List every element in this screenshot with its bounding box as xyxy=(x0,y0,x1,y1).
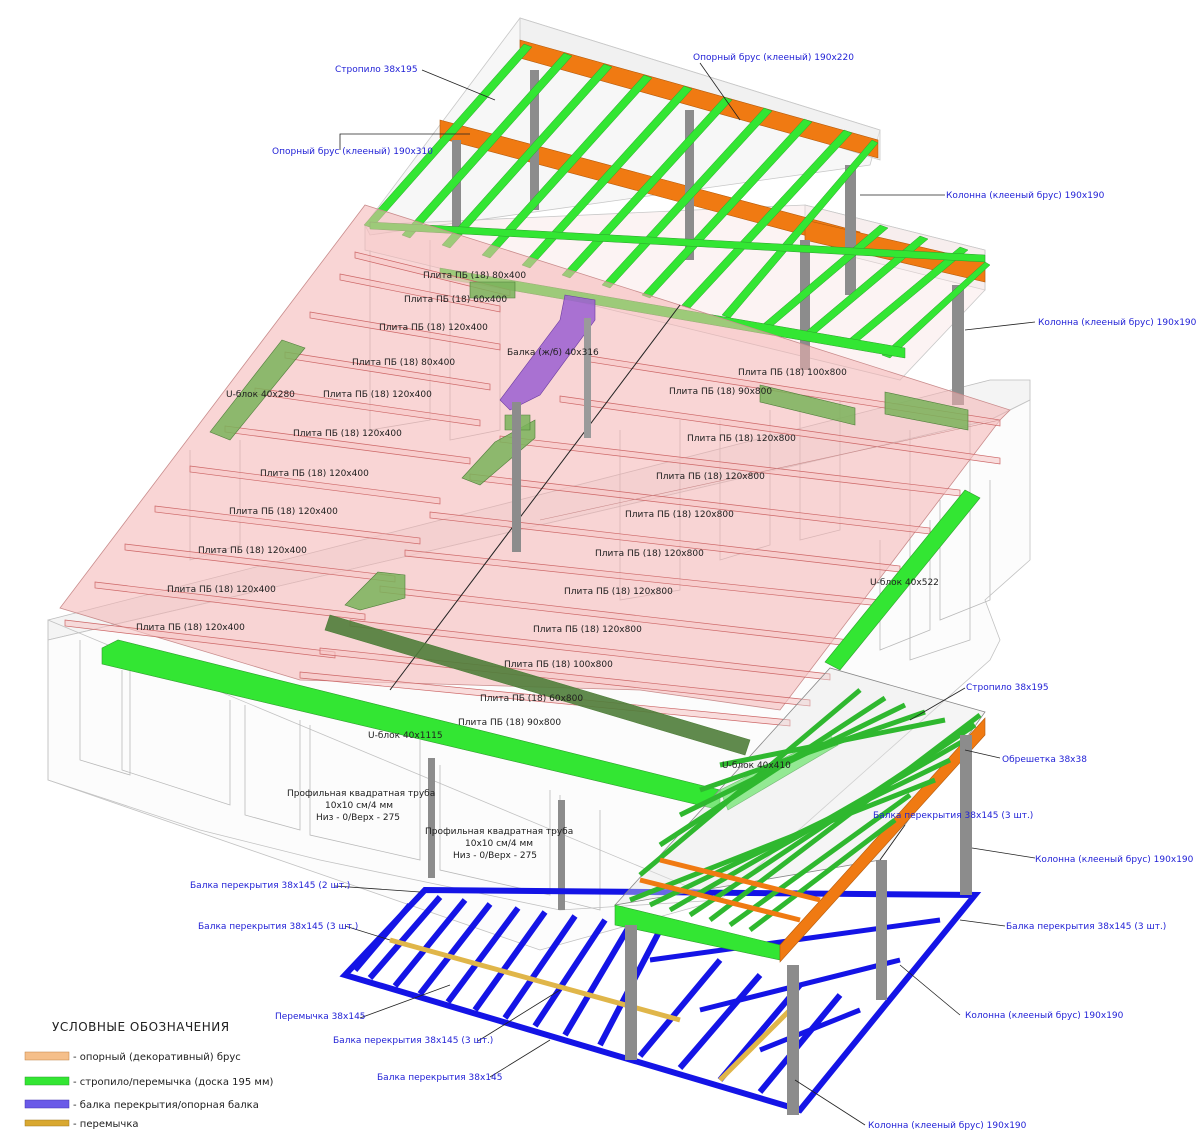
label-lathing: Обрешетка 38х38 xyxy=(1002,755,1087,765)
label-u-block: U-блок 40х410 xyxy=(722,761,791,771)
label-floor-beam-3-overlap: Балка перекрытия 38х145 (3 шт.) xyxy=(873,811,1033,821)
legend-swatch-rafter xyxy=(24,1076,70,1086)
profile-pipe xyxy=(558,800,565,910)
label-slab: Плита ПБ (18) 120х800 xyxy=(533,625,642,635)
legend-item-text: - балка перекрытия/опорная балка xyxy=(73,1100,259,1111)
legend-swatch-decor-beam xyxy=(24,1051,70,1061)
leader-lines xyxy=(334,62,1036,1126)
label-column-3: Колонна (клееный брус) 190х190 xyxy=(1035,855,1194,865)
legend-item-text: - стропило/перемычка (доска 195 мм) xyxy=(73,1077,274,1088)
label-floor-beam-single: Балка перекрытия 38х145 xyxy=(377,1073,503,1083)
label-slab: Плита ПБ (18) 120х800 xyxy=(595,549,704,559)
label-slab: Плита ПБ (18) 120х400 xyxy=(293,429,402,439)
label-slab: Плита ПБ (18) 120х800 xyxy=(656,472,765,482)
label-pipe-line: 10х10 см/4 мм xyxy=(325,801,393,811)
label-slab: Плита ПБ (18) 60х400 xyxy=(404,295,507,305)
label-slab: Плита ПБ (18) 120х800 xyxy=(564,587,673,597)
label-pipe-line: Низ - 0/Верх - 275 xyxy=(316,813,400,823)
label-slab: Плита ПБ (18) 80х400 xyxy=(352,358,455,368)
label-column-5: Колонна (клееный брус) 190х190 xyxy=(868,1121,1027,1131)
label-rafter-top: Стропило 38х195 xyxy=(335,65,418,75)
label-floor-beam-2: Балка перекрытия 38х145 (2 шт.) xyxy=(190,881,350,891)
pergola xyxy=(613,667,986,1115)
upper-roof xyxy=(363,17,991,405)
u-block-1115 xyxy=(101,639,721,811)
legend-swatch-floor-beam xyxy=(24,1099,70,1109)
label-column-4: Колонна (клееный брус) 190х190 xyxy=(965,1011,1124,1021)
label-pipe-line: Профильная квадратная труба xyxy=(287,789,435,799)
label-slab: Плита ПБ (18) 120х400 xyxy=(379,323,488,333)
black-labels: Плита ПБ (18) 80х400 Плита ПБ (18) 60х40… xyxy=(136,271,939,861)
label-slab: Плита ПБ (18) 120х400 xyxy=(260,469,369,479)
u-blocks xyxy=(209,281,969,756)
legend: УСЛОВНЫЕ ОБОЗНАЧЕНИЯ - опорный (декорати… xyxy=(24,1020,274,1130)
label-slab: Плита ПБ (18) 120х800 xyxy=(625,510,734,520)
label-slab: Плита ПБ (18) 100х800 xyxy=(504,660,613,670)
label-slab: Плита ПБ (18) 100х800 xyxy=(738,368,847,378)
label-u-block: U-блок 40х280 xyxy=(226,390,295,400)
label-floor-beam-3-right: Балка перекрытия 38х145 (3 шт.) xyxy=(1006,922,1166,932)
label-slab: Плита ПБ (18) 90х800 xyxy=(669,387,772,397)
label-glulam-310: Опорный брус (клееный) 190х310 xyxy=(272,147,433,157)
column xyxy=(685,110,694,260)
label-column-1: Колонна (клееный брус) 190х190 xyxy=(946,191,1105,201)
column xyxy=(787,965,799,1115)
legend-item-text: - опорный (декоративный) брус xyxy=(73,1052,241,1063)
legend-item-text: - перемычка xyxy=(73,1119,139,1130)
u-block-522 xyxy=(824,489,981,671)
blue-labels: Стропило 38х195 Опорный брус (клееный) 1… xyxy=(190,53,1197,1131)
label-rafter-right: Стропило 38х195 xyxy=(966,683,1049,693)
rafters-upper xyxy=(363,43,991,359)
label-slab: Плита ПБ (18) 60х800 xyxy=(480,694,583,704)
label-glulam-220: Опорный брус (клееный) 190х220 xyxy=(693,53,854,63)
label-floor-beam-3-bottom: Балка перекрытия 38х145 (3 шт.) xyxy=(333,1036,493,1046)
column xyxy=(625,925,637,1060)
label-floor-beam-3-left: Балка перекрытия 38х145 (3 шт.) xyxy=(198,922,358,932)
column xyxy=(530,70,539,210)
label-slab: Плита ПБ (18) 120х400 xyxy=(167,585,276,595)
label-u-block: U-блок 40х522 xyxy=(870,578,939,588)
lintel-beam xyxy=(718,1008,792,1082)
column xyxy=(845,165,856,295)
label-pipe-line: Низ - 0/Верх - 275 xyxy=(453,851,537,861)
label-slab: Плита ПБ (18) 120х400 xyxy=(198,546,307,556)
column xyxy=(960,735,972,895)
label-column-2: Колонна (клееный брус) 190х190 xyxy=(1038,318,1197,328)
column xyxy=(800,240,810,370)
slab-floor xyxy=(59,204,1011,727)
profile-pipe xyxy=(428,758,435,878)
label-pipe-line: Профильная квадратная труба xyxy=(425,827,573,837)
legend-swatch-lintel xyxy=(24,1119,70,1127)
legend-title: УСЛОВНЫЕ ОБОЗНАЧЕНИЯ xyxy=(52,1020,230,1034)
label-pipe-line: 10х10 см/4 мм xyxy=(465,839,533,849)
label-slab: Плита ПБ (18) 90х800 xyxy=(458,718,561,728)
label-slab: Плита ПБ (18) 120х800 xyxy=(687,434,796,444)
rc-beam xyxy=(499,294,596,552)
label-u-block: U-блок 40х1115 xyxy=(368,731,443,741)
label-rc-beam: Балка (ж/б) 40х316 xyxy=(507,348,599,358)
column xyxy=(876,860,887,1000)
label-slab: Плита ПБ (18) 120х400 xyxy=(229,507,338,517)
column xyxy=(952,285,964,405)
label-slab: Плита ПБ (18) 120х400 xyxy=(323,390,432,400)
label-slab: Плита ПБ (18) 120х400 xyxy=(136,623,245,633)
label-slab: Плита ПБ (18) 80х400 xyxy=(423,271,526,281)
label-lintel: Перемычка 38х145 xyxy=(275,1012,366,1022)
